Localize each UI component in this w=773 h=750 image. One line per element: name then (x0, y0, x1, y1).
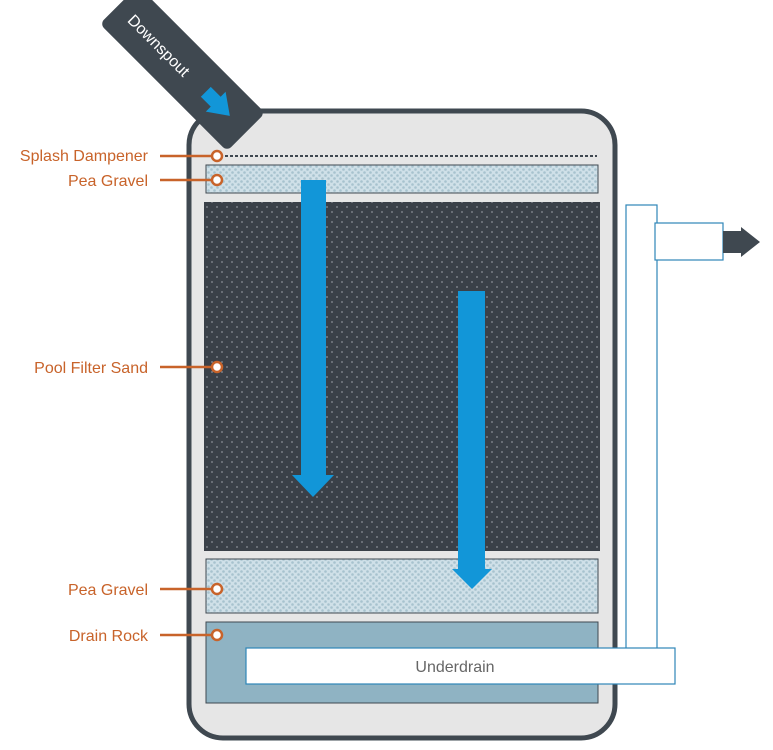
label-pool-filter-sand: Pool Filter Sand (34, 360, 224, 377)
pea-gravel-top-layer (205, 164, 599, 194)
svg-text:Pea Gravel: Pea Gravel (68, 173, 148, 190)
label-pea-gravel-bottom: Pea Gravel (68, 582, 224, 599)
pool-filter-sand-layer (204, 202, 600, 551)
svg-text:Pool Filter Sand: Pool Filter Sand (34, 360, 148, 377)
svg-text:Splash Dampener: Splash Dampener (20, 148, 149, 165)
label-splash-dampener: Splash Dampener (20, 148, 224, 165)
label-pea-gravel-top: Pea Gravel (68, 173, 224, 190)
pea-gravel-bottom-layer (205, 558, 599, 614)
downspout-pipe: Downspout (102, 0, 263, 149)
down-arrow-icon (292, 180, 334, 497)
svg-text:Pea Gravel: Pea Gravel (68, 582, 148, 599)
underdrain-pipe: Underdrain (245, 647, 676, 685)
svg-text:Drain Rock: Drain Rock (69, 628, 149, 645)
right-arrow-icon (723, 227, 760, 257)
underdrain-label: Underdrain (415, 659, 494, 676)
label-drain-rock: Drain Rock (69, 628, 224, 645)
outlet-riser-pipe (625, 204, 724, 650)
down-arrow-icon (452, 291, 492, 589)
